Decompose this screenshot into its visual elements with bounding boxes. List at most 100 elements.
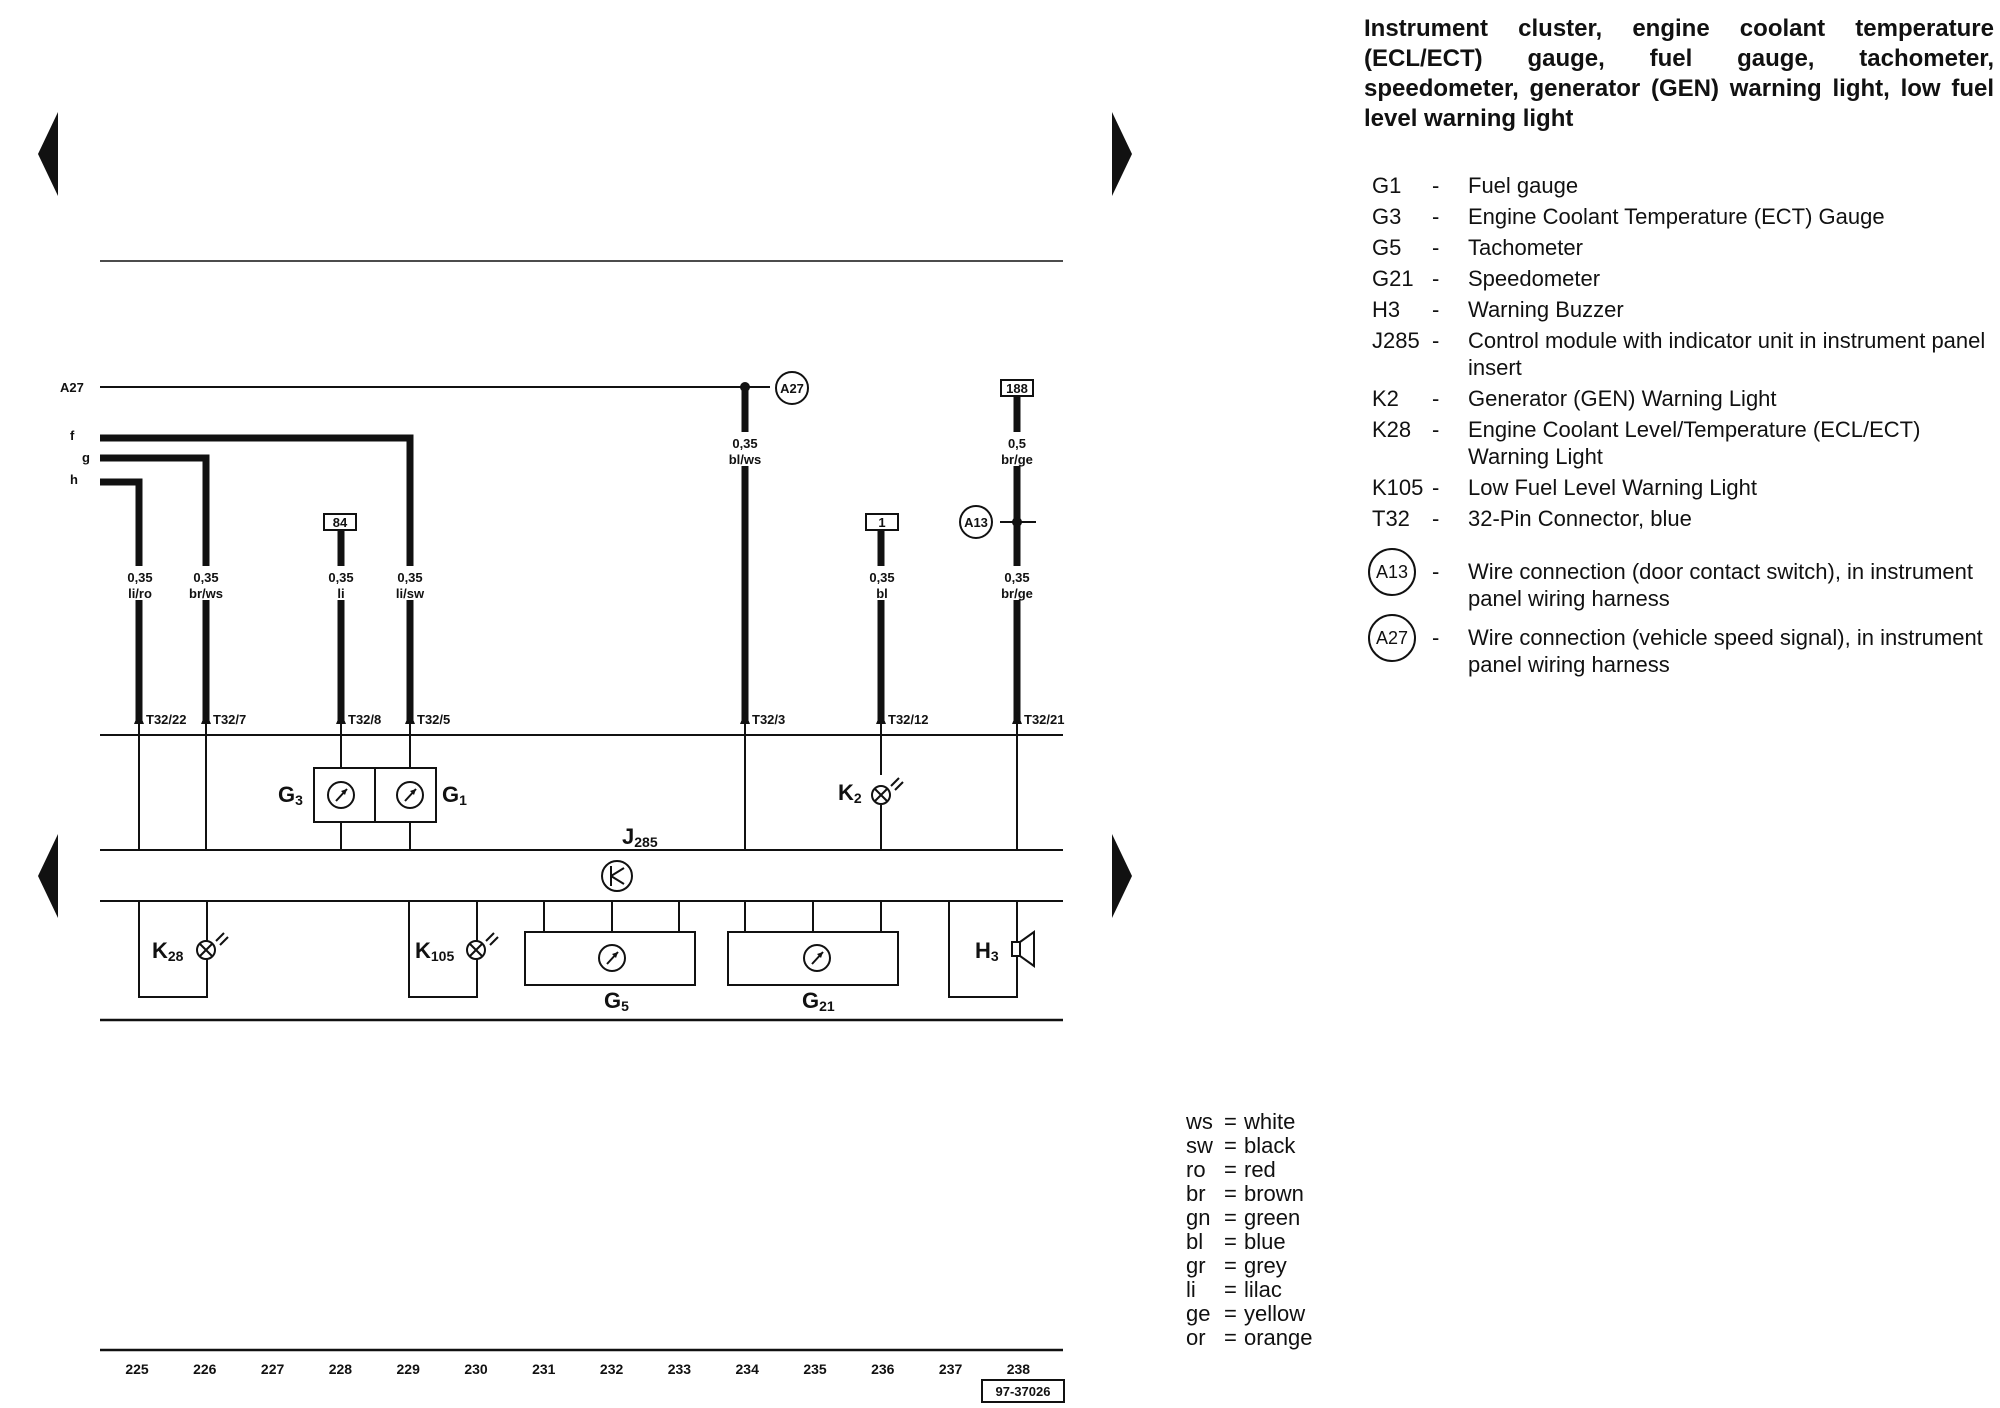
wire-238-size: 0,35 [1004, 570, 1029, 585]
legend-item: T32-32-Pin Connector, blue [1372, 505, 1992, 532]
color-item: ro=red [1186, 1157, 1276, 1182]
legend-desc: Warning Buzzer [1468, 297, 1624, 322]
color-item: bl=blue [1186, 1229, 1286, 1254]
legend-item: J285-Control module with indicator unit … [1372, 327, 1992, 381]
color-name: red [1244, 1157, 1276, 1182]
ref-84-label: 84 [333, 515, 348, 530]
wire-228-size: 0,35 [328, 570, 353, 585]
input-label-g: g [82, 450, 90, 465]
pin-label-226: T32/7 [213, 712, 246, 727]
component-g1-label: G1 [442, 782, 467, 808]
input-label-a27: A27 [60, 380, 84, 395]
pin-label-234: T32/3 [752, 712, 785, 727]
legend-desc: Speedometer [1468, 266, 1601, 291]
component-k2-label: K2 [838, 780, 862, 806]
legend-desc: Engine Coolant Level/Temperature (ECL/EC… [1468, 417, 1921, 469]
color-item: li=lilac [1186, 1277, 1282, 1302]
legend-code: G5 [1372, 235, 1402, 260]
lamp-k28-icon [196, 932, 229, 960]
legend-code: K28 [1372, 417, 1412, 442]
next-page-arrow-top[interactable] [1108, 112, 1132, 196]
legend-item: K2-Generator (GEN) Warning Light [1372, 385, 1992, 412]
component-legend: G1-Fuel gauge G3-Engine Coolant Temperat… [1368, 172, 1992, 678]
legend-code: J285 [1372, 328, 1420, 353]
legend-desc: Wire connection (vehicle speed signal), … [1468, 625, 1983, 677]
input-label-h: h [70, 472, 78, 487]
color-name: brown [1244, 1181, 1304, 1206]
color-name: green [1244, 1205, 1301, 1230]
column-number: 231 [532, 1361, 556, 1377]
prev-page-arrow-bottom[interactable] [38, 834, 62, 918]
ref-box-188 [1000, 379, 1034, 397]
legend-code: G3 [1372, 204, 1402, 229]
gauge-g1-icon [396, 781, 424, 809]
column-number: 229 [397, 1361, 421, 1377]
wire-225-size: 0,35 [127, 570, 152, 585]
component-k105-label: K105 [415, 938, 454, 964]
column-number: 236 [871, 1361, 895, 1377]
wire-225-color: li/ro [128, 586, 152, 601]
color-item: sw=black [1186, 1133, 1296, 1158]
legend-code: T32 [1372, 506, 1410, 531]
pin-connectors: T32/22 T32/7 T32/8 T32/5 T32/3 T32/12 T3… [134, 712, 1064, 727]
column-number: 233 [668, 1361, 692, 1377]
wire-236-color: bl [876, 586, 888, 601]
column-number: 226 [193, 1361, 217, 1377]
doc-id: 97-37026 [996, 1384, 1051, 1399]
column-number: 225 [125, 1361, 149, 1377]
legend-item: G5-Tachometer [1372, 234, 1992, 261]
legend-code: G21 [1372, 266, 1414, 291]
ref-1-label: 1 [878, 515, 885, 530]
component-k28-label: K28 [152, 938, 184, 964]
connection-circle-icon: A27 [1368, 614, 1416, 662]
column-number: 227 [261, 1361, 285, 1377]
legend-desc: Fuel gauge [1468, 173, 1579, 198]
legend-code: H3 [1372, 297, 1401, 322]
legend-desc: 32-Pin Connector, blue [1468, 506, 1692, 531]
wire-labels: 0,35 li/ro 0,35 br/ws 0,35 li 0,35 li/sw… [122, 432, 1037, 601]
wire-234-color: bl/ws [729, 452, 762, 467]
g21-feed-lines [744, 901, 882, 932]
wire-234-size: 0,35 [732, 436, 757, 451]
doc-id-box [981, 1379, 1065, 1403]
ref-box-84 [323, 513, 357, 531]
wire-226-color: br/ws [189, 586, 223, 601]
arrow-right-icon [1112, 834, 1132, 918]
column-number: 232 [600, 1361, 624, 1377]
color-code: or [1186, 1325, 1206, 1350]
connection-a13-symbol [959, 505, 993, 539]
arrow-right-icon [1112, 112, 1132, 196]
buzzer-h3-icon [1011, 930, 1035, 968]
lamp-k2-icon [871, 777, 904, 805]
connection-circle-icon: A13 [1368, 548, 1416, 596]
ref-box-1 [865, 513, 899, 531]
electronic-module-icon [601, 860, 633, 892]
prev-page-arrow-top[interactable] [38, 112, 62, 196]
wiring-diagram: A27 A27 f g h 84 1 188 A13 0,35 li/ro 0,… [60, 260, 1065, 1403]
legend-item: G1-Fuel gauge [1372, 172, 1992, 199]
legend-code: K2 [1372, 386, 1399, 411]
gauge-g3-icon [327, 781, 355, 809]
connection-a27-symbol [775, 371, 809, 405]
color-item: gr=grey [1186, 1253, 1287, 1278]
gauge-g21-icon [803, 944, 831, 972]
component-j285-label: J285 [622, 824, 658, 850]
color-code: gn [1186, 1205, 1211, 1230]
column-number: 234 [736, 1361, 760, 1377]
component-g21-label: G21 [802, 988, 835, 1014]
legend-code: K105 [1372, 475, 1424, 500]
legend-desc: Generator (GEN) Warning Light [1468, 386, 1777, 411]
wire-236-size: 0,35 [869, 570, 894, 585]
color-name: black [1244, 1133, 1296, 1158]
color-code: ge [1186, 1301, 1211, 1326]
column-number: 228 [329, 1361, 353, 1377]
color-code: sw [1186, 1133, 1213, 1158]
column-number: 237 [939, 1361, 963, 1377]
legend-desc: Wire connection (door contact switch), i… [1468, 559, 1973, 611]
next-page-arrow-bottom[interactable] [1108, 834, 1132, 918]
color-code: ws [1186, 1109, 1213, 1134]
color-code: gr [1186, 1253, 1206, 1278]
wire-color-legend: ws=white sw=black ro=red br=brown gn=gre… [1186, 1110, 1313, 1350]
legend-connection-item: A13 - Wire connection (door contact swit… [1368, 548, 1992, 612]
legend-code: G1 [1372, 173, 1402, 198]
